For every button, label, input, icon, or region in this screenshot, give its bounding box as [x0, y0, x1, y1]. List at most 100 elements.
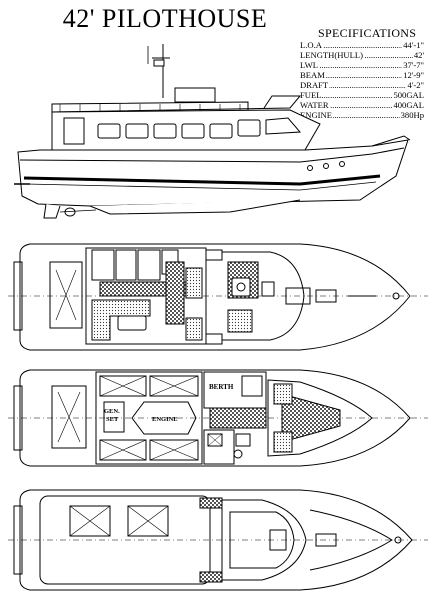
cabin-window [181, 123, 205, 139]
spec-value: 37'-7" [402, 60, 424, 70]
cabin-window [97, 123, 121, 139]
windshield [265, 117, 302, 135]
generator [103, 401, 125, 433]
fuel-tank-x [99, 375, 147, 397]
spec-leader-dots: ........................................… [300, 80, 424, 90]
pilothouse [222, 251, 305, 341]
dinghy-x [69, 505, 111, 537]
forward-locker [273, 383, 293, 405]
chair [185, 317, 203, 341]
companionway-sole [209, 407, 267, 429]
cabin-window [153, 123, 177, 139]
saloon [85, 247, 207, 345]
spec-label: DRAFT [300, 80, 330, 90]
fuel-tank [149, 375, 199, 397]
deck-box [127, 505, 169, 537]
spec-value: 4'-2" [406, 80, 424, 90]
saloon-settee [91, 299, 151, 341]
ladder-top [199, 571, 223, 583]
shower-x [207, 433, 223, 447]
side-profile-view [14, 44, 411, 219]
forward-locker [273, 431, 293, 453]
teak-sole [165, 261, 185, 325]
lower-deck-plan [8, 369, 428, 467]
berth-label: BERTH [209, 383, 234, 391]
flybridge-helm [174, 87, 216, 103]
spec-leader-dots: ........................................… [300, 60, 424, 70]
spec-leader-dots: ........................................… [300, 40, 424, 50]
spec-label: LWL [300, 60, 319, 70]
cabin-superstructure [51, 109, 321, 151]
head-compartment [203, 429, 235, 465]
galley-cabinet [91, 249, 115, 281]
galley-fridge [137, 249, 161, 281]
foredeck-hatch [315, 533, 337, 547]
cabin-window [209, 123, 233, 139]
lazarette [51, 385, 87, 449]
spec-value: 380Hp [399, 110, 424, 120]
flybridge-helm-area [221, 499, 307, 581]
keel [89, 199, 301, 215]
aft-door [63, 117, 85, 145]
swim-platform [13, 385, 23, 451]
helm-wheel [236, 282, 246, 292]
shower [207, 433, 223, 447]
chair [185, 267, 203, 299]
toilet [233, 449, 243, 459]
foredeck-hatch [285, 287, 311, 305]
foredeck-rail [309, 509, 393, 571]
fuel-tank [99, 439, 147, 461]
porthole [307, 165, 313, 171]
helm-seating [229, 511, 295, 569]
flybridge-deck [39, 495, 211, 585]
gen-set-label-line2: SET [106, 416, 119, 423]
porthole [339, 161, 345, 167]
flybridge-rail [51, 101, 249, 112]
berth-nightstand [241, 375, 263, 397]
dinghy-chock [69, 505, 111, 537]
fuel-tank-x [99, 439, 147, 461]
engine-label: ENGINE [152, 416, 178, 423]
vberth-teak [281, 393, 341, 443]
forward-cabin [267, 379, 373, 457]
helm-seat [231, 277, 251, 297]
spec-value: 44'-1" [402, 40, 424, 50]
gen-set-label-line1: GEN. [104, 408, 120, 415]
pilothouse-window [237, 119, 261, 137]
sheer-line [19, 147, 405, 163]
companionway-steps [206, 249, 223, 345]
spec-value: 500GAL [392, 90, 424, 100]
specifications-heading: SPECIFICATIONS [318, 26, 417, 40]
cockpit-hatch [55, 269, 77, 321]
rudder [43, 203, 61, 219]
spec-leader-dots: ........................................… [300, 100, 424, 110]
spec-label: FUEL [300, 90, 323, 100]
main-deck-plan [8, 243, 428, 351]
cabin-window [125, 123, 149, 139]
radar-dome [153, 59, 165, 67]
spec-label: BEAM [300, 70, 326, 80]
fuel-tank-x [149, 439, 199, 461]
fuel-tank-x [149, 375, 199, 397]
drawing-title: 42' PILOTHOUSE [62, 4, 268, 33]
spec-label: L.O.A [300, 40, 323, 50]
spec-value: 12'-9" [402, 70, 424, 80]
deck-box-x [127, 505, 169, 537]
flybridge-plan [8, 489, 428, 591]
anchor-roller [392, 292, 400, 300]
spec-leader-dots: ........................................… [300, 110, 424, 120]
helm-console [261, 281, 275, 297]
anchor-roller [394, 536, 402, 544]
galley-cabinet [115, 249, 137, 281]
fuel-tank [99, 375, 147, 397]
cockpit [49, 261, 83, 329]
pilothouse-roof [51, 95, 302, 113]
spec-value: 42' [412, 50, 424, 60]
spec-leader-dots: ........................................… [300, 90, 424, 100]
spec-label: WATER [300, 100, 330, 110]
spec-value: 400GAL [392, 100, 424, 110]
fuel-tank [149, 439, 199, 461]
saloon-table [117, 315, 147, 331]
ladder-top [199, 497, 223, 509]
